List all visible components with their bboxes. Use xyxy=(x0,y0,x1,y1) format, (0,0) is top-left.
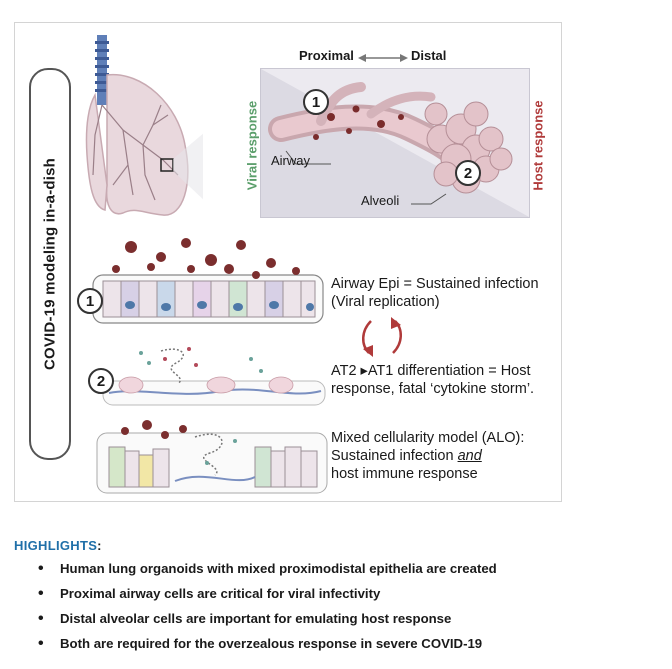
row-2-line-1: AT2 ▸AT1 differentiation = Host xyxy=(331,363,531,379)
marker-2-alveoli: 2 xyxy=(455,160,481,186)
highlights-list: Human lung organoids with mixed proximod… xyxy=(14,556,654,656)
bidirectional-arrow xyxy=(358,54,408,62)
highlight-item: Human lung organoids with mixed proximod… xyxy=(14,556,654,581)
trachea xyxy=(97,35,107,105)
side-label: COVID-19 modeling in-a-dish xyxy=(29,68,71,460)
highlights-title-text: HIGHLIGHTS xyxy=(14,538,98,553)
row-3-line-2: Sustained infection and xyxy=(331,447,563,465)
row-3-line-2-text: Sustained infection xyxy=(331,448,458,464)
row-1-caption: Airway Epi = Sustained infection (Viral … xyxy=(331,275,561,311)
highlights-title: HIGHLIGHTS: xyxy=(14,538,102,553)
row-1-marker: 1 xyxy=(77,288,103,314)
distal-label: Distal xyxy=(411,48,447,63)
host-response-label: Host response xyxy=(530,100,546,191)
lung-illustration xyxy=(85,35,203,216)
row-3-caption: Mixed cellularity model (ALO): Sustained… xyxy=(331,429,563,483)
airway-epithelium-illustration xyxy=(92,238,324,324)
proximal-label: Proximal xyxy=(299,48,354,63)
highlights-colon: : xyxy=(97,538,102,553)
marker-1-airway: 1 xyxy=(303,89,329,115)
viral-response-label: Viral response xyxy=(244,100,260,191)
alveoli-label: Alveoli xyxy=(361,193,400,208)
row-3-line-1: Mixed cellularity model (ALO): xyxy=(331,430,525,446)
alo-model-illustration xyxy=(96,420,328,494)
highlight-item: Proximal airway cells are critical for v… xyxy=(14,581,654,606)
row-2-caption: AT2 ▸AT1 differentiation = Host response… xyxy=(331,362,563,398)
lung-lobe xyxy=(105,74,189,216)
cycle-arrows xyxy=(362,317,402,357)
row-3-line-2-emphasis: and xyxy=(457,448,482,464)
row-1-line-2: (Viral replication) xyxy=(331,294,440,310)
graphical-abstract: COVID-19 modeling in-a-dish xyxy=(14,22,562,502)
highlight-item: Distal alveolar cells are important for … xyxy=(14,606,654,631)
alveolar-illustration xyxy=(102,347,326,406)
highlight-item: Both are required for the overzealous re… xyxy=(14,631,654,656)
row-2-marker: 2 xyxy=(88,368,114,394)
airway-label: Airway xyxy=(271,153,311,168)
row-1-line-1: Airway Epi = Sustained infection xyxy=(331,276,539,292)
row-2-line-2: response, fatal ‘cytokine storm’. xyxy=(331,381,535,397)
row-3-line-3: host immune response xyxy=(331,466,478,482)
side-label-text: COVID-19 modeling in-a-dish xyxy=(41,157,59,371)
